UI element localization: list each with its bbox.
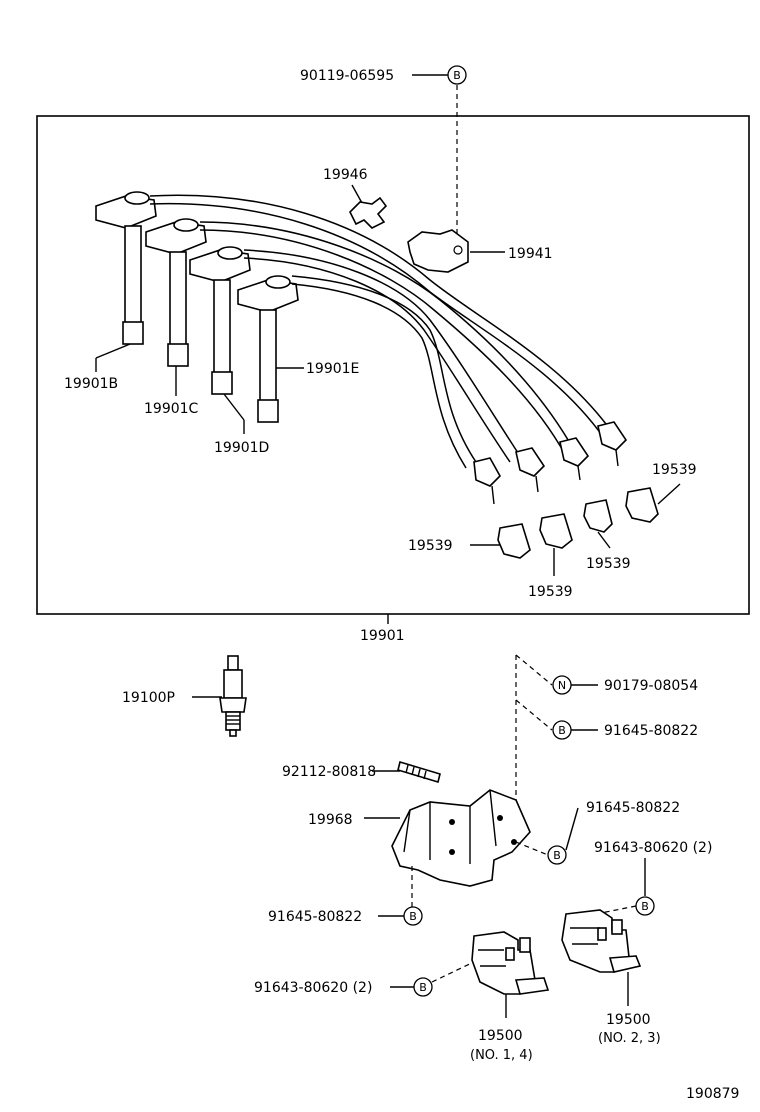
- label-19500-b-note: (NO. 2, 3): [598, 1031, 661, 1046]
- label-91643-80620-right: 91643-80620 (2): [594, 840, 712, 856]
- label-19946: 19946: [323, 167, 368, 183]
- diagram-number: 190879: [686, 1086, 739, 1102]
- dashed-guide-screw-left: [431, 959, 479, 983]
- marker-b-bolt-1: B: [552, 720, 572, 740]
- ignition-coil-1-4: [471, 931, 550, 995]
- label-19941: 19941: [508, 246, 553, 262]
- label-91645-80822-1: 91645-80822: [604, 723, 698, 739]
- label-19901E: 19901E: [306, 361, 359, 377]
- clamp-19946: [349, 196, 388, 229]
- label-19539-3: 19539: [528, 584, 573, 600]
- label-19539-1: 19539: [652, 462, 697, 478]
- stud: [397, 760, 441, 784]
- label-19901C: 19901C: [144, 401, 199, 417]
- leader-91645-2: [565, 807, 579, 851]
- label-19901D: 19901D: [214, 440, 269, 456]
- label-91645-80822-3: 91645-80822: [268, 909, 362, 925]
- marker-b-bolt-3: B: [403, 906, 423, 926]
- label-92112-80818: 92112-80818: [282, 764, 376, 780]
- label-19500-a-note: (NO. 1, 4): [470, 1048, 533, 1063]
- svg-text:B: B: [409, 910, 417, 923]
- label-91643-80620-left: 91643-80620 (2): [254, 980, 372, 996]
- leader-19539-1: [657, 483, 681, 505]
- boots: [497, 487, 659, 559]
- cord-set-frame: [36, 115, 750, 615]
- label-19100P: 19100P: [122, 690, 175, 706]
- svg-text:N: N: [558, 679, 566, 692]
- spark-plug: [219, 655, 247, 737]
- clamp-19941-hole: [453, 245, 463, 255]
- label-90119-06595: 90119-06595: [300, 68, 394, 84]
- label-19901B: 19901B: [64, 376, 118, 392]
- dashed-guide-screw-right: [595, 905, 637, 915]
- label-19500-a: 19500: [478, 1028, 523, 1044]
- clamp-19941: [407, 229, 469, 273]
- label-19968: 19968: [308, 812, 353, 828]
- leader-19946: [351, 184, 363, 204]
- label-91645-80822-2: 91645-80822: [586, 800, 680, 816]
- svg-text:B: B: [453, 69, 461, 82]
- marker-b-screw-left: B: [413, 977, 433, 997]
- dashed-guide-bolt-1: [515, 699, 553, 731]
- bracket: [391, 789, 531, 887]
- svg-text:B: B: [553, 849, 561, 862]
- label-19539-4: 19539: [408, 538, 453, 554]
- plug-cords: [95, 191, 628, 505]
- marker-b-top: B: [447, 65, 467, 85]
- dashed-guide-nut: [515, 654, 553, 686]
- label-19539-2: 19539: [586, 556, 631, 572]
- leader-19539-2: [597, 531, 611, 549]
- label-19901: 19901: [360, 628, 405, 644]
- svg-text:B: B: [641, 900, 649, 913]
- svg-text:B: B: [419, 981, 427, 994]
- ignition-coil-2-3: [561, 909, 642, 973]
- dashed-guide-bolt-2: [515, 841, 549, 856]
- marker-b-bolt-2: B: [547, 845, 567, 865]
- label-90179-08054: 90179-08054: [604, 678, 698, 694]
- leader-19901B: [95, 343, 131, 359]
- label-19500-b: 19500: [606, 1012, 651, 1028]
- marker-n: N: [552, 675, 572, 695]
- svg-text:B: B: [558, 724, 566, 737]
- marker-b-screw-right: B: [635, 896, 655, 916]
- leader-19901D: [223, 393, 245, 421]
